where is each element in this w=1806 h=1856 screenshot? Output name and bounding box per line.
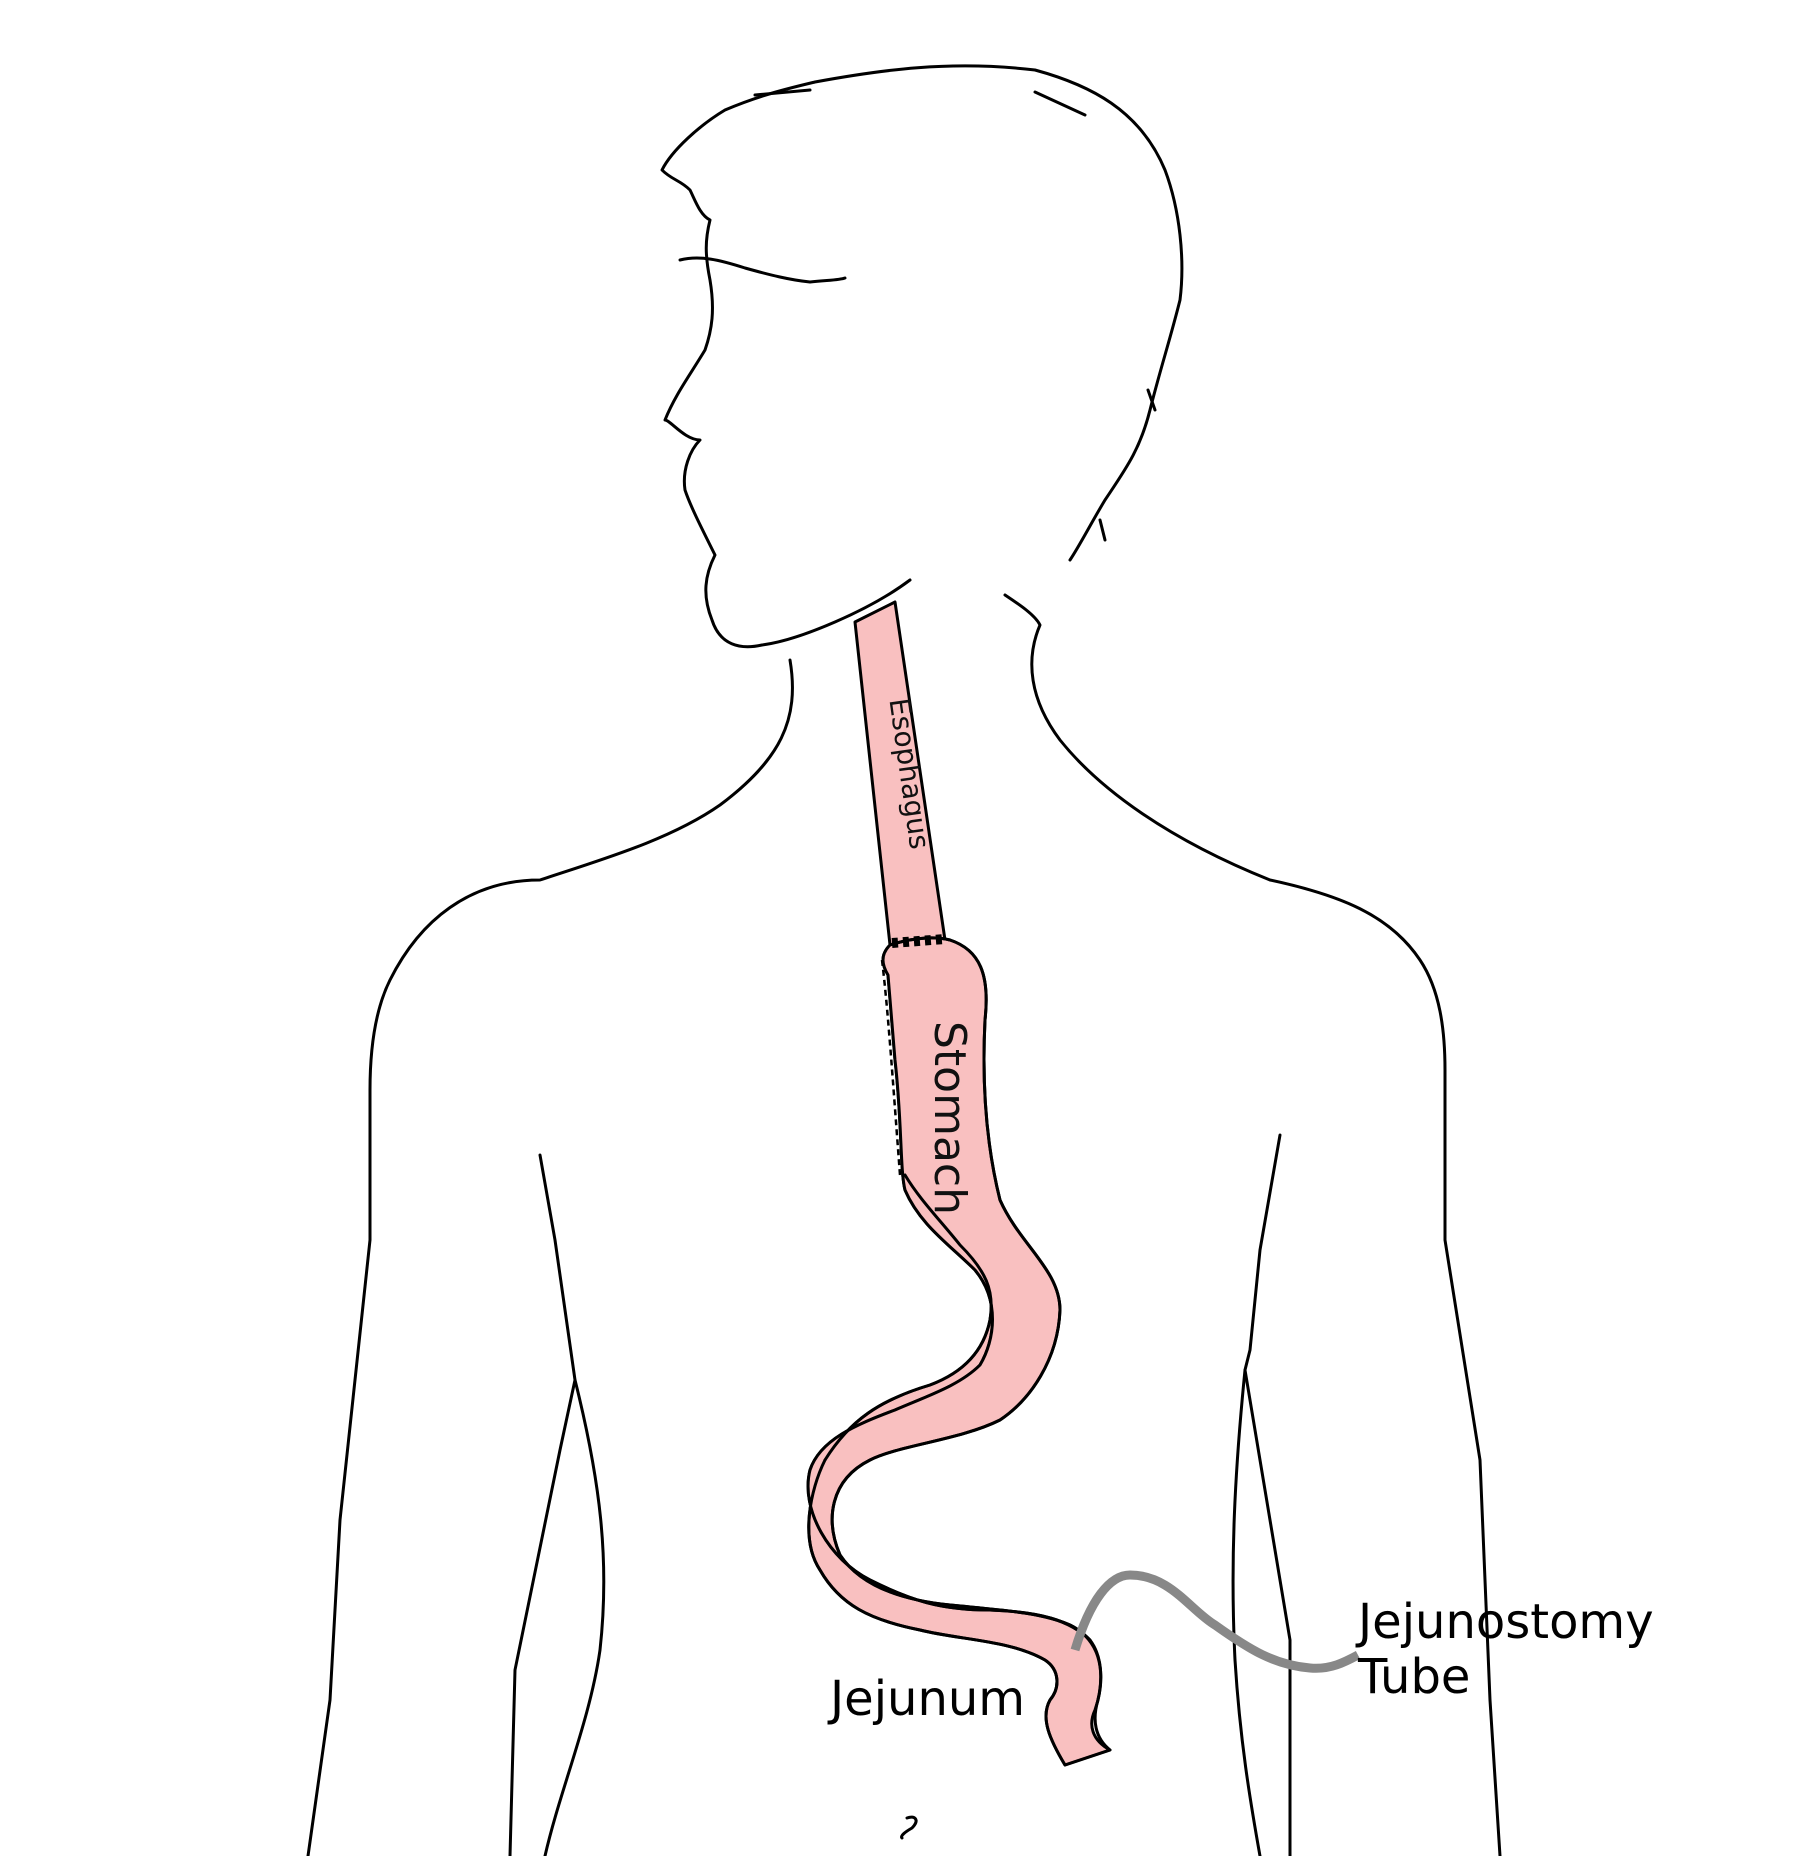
right-neck-shoulder [1003, 593, 1502, 1856]
left-waist [543, 1378, 606, 1856]
ear-stroke [1146, 388, 1157, 412]
ear-stroke [1098, 518, 1107, 542]
right-inner-arm [1243, 1133, 1292, 1856]
jejunostomy-tube-label-line1: Jejunostomy [1355, 1594, 1654, 1650]
jejunostomy-tube [1070, 1570, 1361, 1673]
stomach-label: Stomach [924, 1021, 975, 1215]
jejunostomy-tube-label-line2: Tube [1357, 1649, 1470, 1705]
jejunum-label: Jejunum [827, 1671, 1025, 1727]
stomach-inner-outline [823, 1173, 993, 1462]
head-outline [660, 64, 1184, 649]
left-neck-shoulder [306, 658, 794, 1856]
brow-line [678, 256, 847, 284]
right-waist [1231, 1368, 1262, 1856]
navel-mark [900, 1815, 918, 1840]
hair-stroke [1033, 90, 1087, 117]
stomach-jejunum-outline [807, 936, 1112, 1767]
hair-stroke [753, 88, 812, 97]
left-inner-arm [508, 1153, 577, 1856]
junction-dashes [891, 934, 946, 948]
